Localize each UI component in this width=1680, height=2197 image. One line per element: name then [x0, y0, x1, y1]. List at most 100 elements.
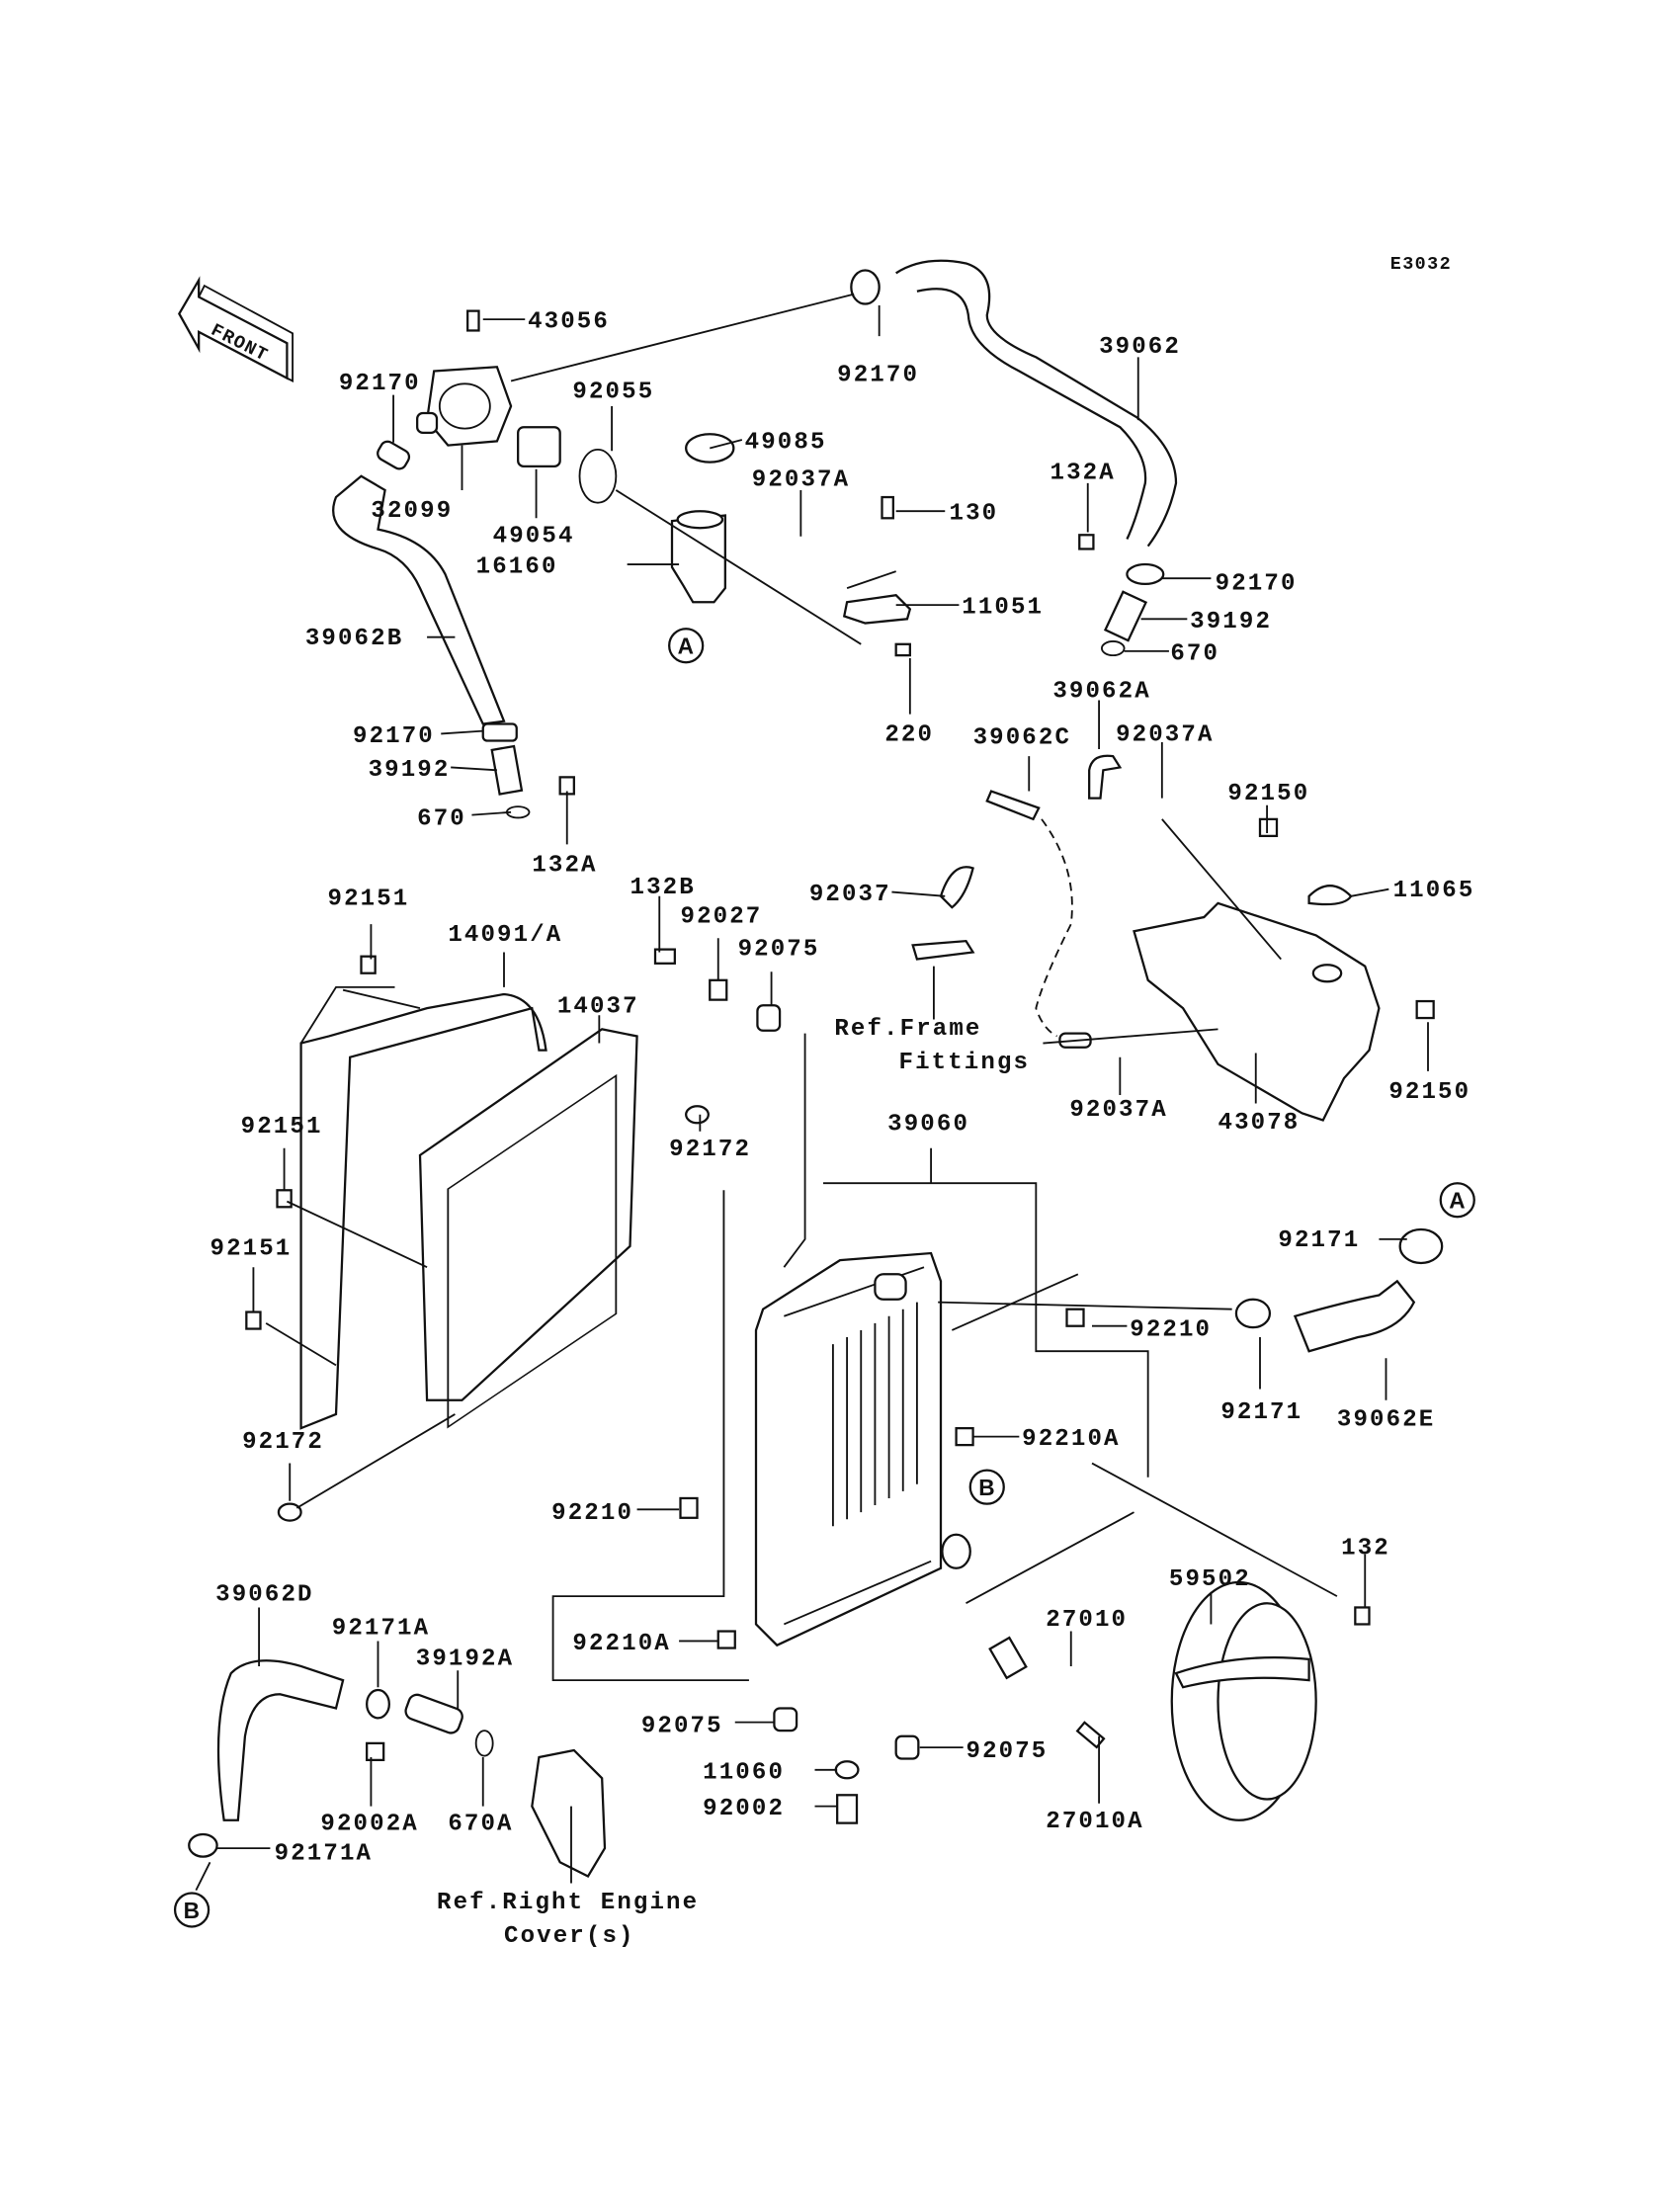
o-ring-92055	[578, 448, 618, 504]
part-label: 39062B	[305, 626, 403, 652]
clip-92037	[939, 866, 974, 909]
part-label: 92150	[1388, 1079, 1470, 1106]
part-label: 670A	[448, 1812, 513, 1838]
drain-bolt-92002	[836, 1794, 859, 1824]
hose-39062B	[332, 474, 506, 725]
part-shapes	[188, 259, 1444, 1878]
reference-note: Ref.Right Engine	[437, 1890, 699, 1916]
reserve-tank-43078	[1133, 901, 1381, 1122]
part-label: 39192	[1190, 609, 1272, 635]
part-label: 92075	[641, 1714, 723, 1740]
part-label: 132A	[1050, 461, 1116, 487]
part-label: 16160	[476, 554, 558, 581]
part-label: 32099	[371, 498, 453, 525]
part-label: 49054	[493, 523, 575, 549]
part-label: 670	[1170, 640, 1219, 667]
part-label: 43056	[528, 309, 610, 336]
part-label: 39192A	[416, 1647, 514, 1673]
part-label: 92037A	[1069, 1097, 1167, 1124]
part-label: 92171	[1278, 1227, 1360, 1254]
connector-markers: A A B B	[173, 628, 1475, 1928]
part-label: 92151	[241, 1114, 323, 1141]
part-label: 49085	[745, 429, 827, 456]
hose-39062C	[985, 790, 1041, 821]
part-label: 92171A	[275, 1840, 373, 1867]
part-label: 92170	[353, 723, 435, 750]
thermostat-49054	[517, 426, 561, 468]
part-label: 92210A	[572, 1631, 670, 1657]
part-label: 27010	[1046, 1607, 1128, 1634]
connector-b-label: B	[978, 1475, 994, 1500]
part-label: 39062	[1099, 334, 1181, 361]
bracket-11051	[842, 594, 912, 625]
reference-note: Ref.Frame	[834, 1016, 981, 1043]
part-label: 39062E	[1337, 1406, 1435, 1433]
part-label: 39192	[369, 757, 451, 784]
part-label: 14037	[557, 993, 639, 1020]
part-label: 11051	[962, 595, 1044, 622]
part-label: 92170	[1216, 571, 1298, 598]
part-label: 92170	[339, 371, 421, 397]
part-label: 11065	[1393, 878, 1475, 904]
part-label: 92055	[572, 379, 654, 405]
part-label: 92210	[1130, 1317, 1212, 1344]
clamp-92170	[850, 269, 881, 305]
hose-39062D	[216, 1659, 345, 1821]
part-label: 92210	[551, 1500, 633, 1527]
part-label: 92037A	[752, 467, 850, 494]
connector-a-label: A	[678, 634, 694, 659]
reference-note: Cover(s)	[504, 1923, 635, 1950]
part-label: 132	[1341, 1536, 1390, 1563]
part-label: 92210A	[1022, 1426, 1120, 1453]
part-label: 39062D	[215, 1581, 313, 1608]
front-arrow-icon: FRONT	[178, 276, 294, 382]
radiator-39060	[754, 1251, 943, 1648]
hose-39062A	[1088, 754, 1123, 800]
reference-note: Fittings	[899, 1050, 1031, 1076]
part-label: 92075	[966, 1738, 1049, 1765]
part-labels: E3032 43056 92170 92055 92170 39062 4908…	[210, 254, 1475, 1950]
fan-switch-27010	[988, 1636, 1028, 1680]
screen-14037	[418, 1028, 638, 1401]
part-label: 130	[950, 501, 999, 528]
part-label: 92027	[681, 904, 763, 931]
part-label: 132A	[532, 852, 597, 879]
pipe-39192	[490, 744, 524, 796]
filler-neck-16160	[670, 514, 726, 604]
part-label: 92170	[837, 362, 919, 388]
part-label: 43078	[1218, 1110, 1301, 1137]
part-label: 39062C	[973, 724, 1071, 751]
hose-39062E	[1293, 1279, 1416, 1353]
part-label: 92002A	[320, 1812, 418, 1838]
part-label: 92151	[210, 1235, 293, 1262]
part-label: 92150	[1227, 781, 1309, 807]
part-label: 59502	[1169, 1566, 1251, 1593]
part-label: 14091/A	[448, 922, 562, 949]
connector-a-label: A	[1449, 1188, 1465, 1214]
part-label: 11060	[703, 1759, 785, 1786]
part-label: 220	[884, 722, 934, 749]
part-label: 39062A	[1052, 679, 1150, 706]
part-label: 27010A	[1046, 1809, 1143, 1835]
part-label: 92151	[328, 886, 410, 912]
tank-cap-11065	[1307, 885, 1353, 906]
shroud-14091A	[299, 992, 547, 1430]
pipe-39192A	[404, 1693, 463, 1734]
part-label: 92002	[703, 1796, 785, 1822]
part-label: 92171	[1220, 1399, 1302, 1426]
connector-b-label: B	[184, 1898, 200, 1923]
part-label: 92172	[242, 1429, 324, 1456]
part-label: 92171A	[332, 1615, 430, 1642]
diagram-code: E3032	[1390, 254, 1452, 275]
part-label: 92037	[809, 882, 891, 908]
leader-lines	[195, 293, 1429, 1892]
part-label: 132B	[630, 875, 696, 901]
part-label: 39060	[887, 1111, 969, 1138]
part-label: 92037A	[1116, 722, 1214, 749]
part-label: 670	[417, 806, 466, 833]
part-label: 92075	[738, 936, 820, 963]
part-label: 92172	[669, 1137, 751, 1163]
engine-cover	[531, 1748, 607, 1878]
